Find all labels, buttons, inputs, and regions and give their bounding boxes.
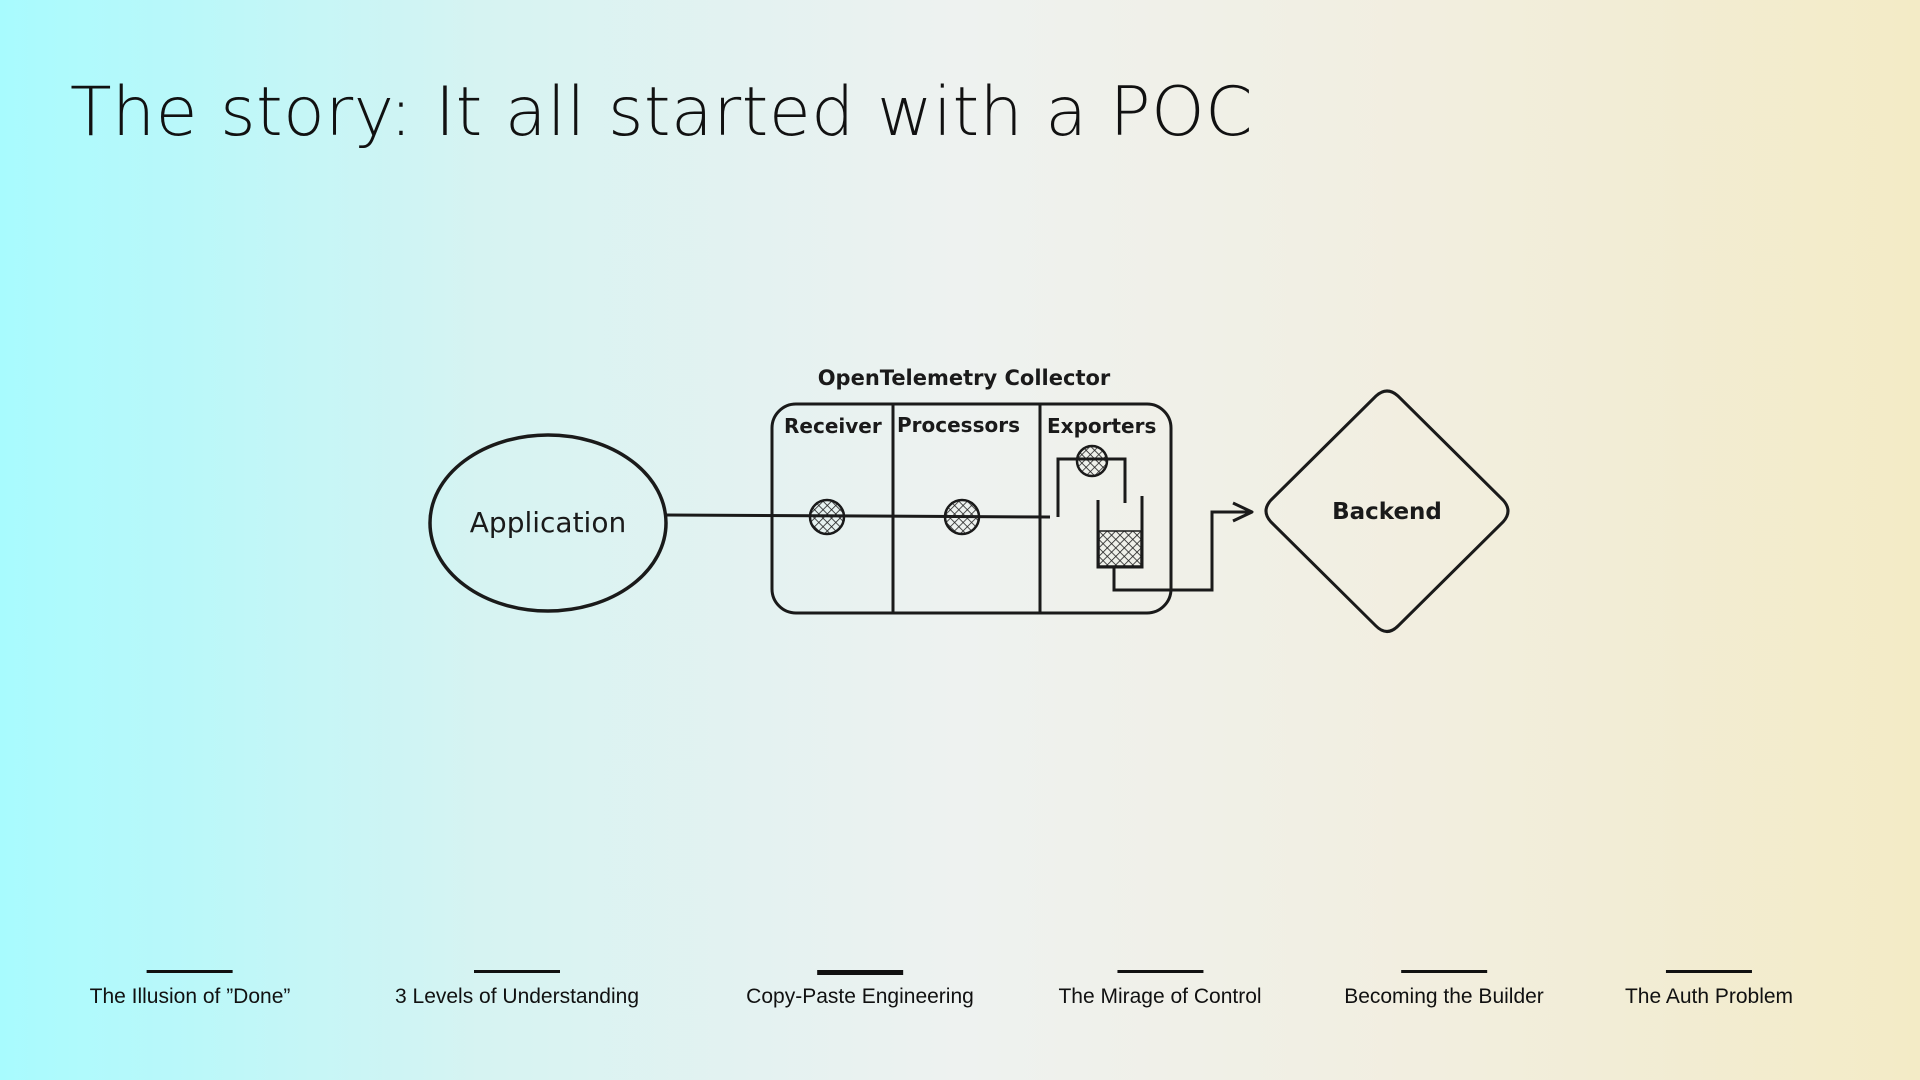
exporter-node-icon (1075, 444, 1109, 478)
nav-indicator (474, 970, 560, 973)
exporters-label: Exporters (1047, 414, 1156, 438)
arrowhead-icon (1232, 501, 1254, 523)
section-navigation: The Illusion of ”Done” 3 Levels of Under… (0, 970, 1920, 1030)
collector-box (770, 402, 1173, 615)
slide-title: The story: It all started with a POC (70, 73, 1254, 152)
backend-node (1264, 389, 1510, 633)
nav-indicator (146, 970, 233, 973)
application-to-collector-line (665, 513, 1051, 519)
nav-indicator (1401, 970, 1487, 973)
processors-label: Processors (897, 413, 1020, 437)
nav-item-label: Copy-Paste Engineering (746, 985, 974, 1008)
nav-item-levels-of-understanding[interactable]: 3 Levels of Understanding (395, 970, 639, 1009)
nav-indicator (1117, 970, 1203, 973)
application-label: Application (470, 506, 626, 539)
nav-item-label: The Illusion of ”Done” (89, 985, 291, 1008)
nav-item-label: 3 Levels of Understanding (395, 985, 639, 1008)
nav-item-auth-problem[interactable]: The Auth Problem (1625, 970, 1793, 1009)
application-node (428, 433, 668, 613)
receiver-node-icon (808, 498, 846, 536)
nav-item-label: The Auth Problem (1624, 985, 1794, 1008)
nav-indicator (1666, 970, 1752, 973)
exporter-queue-fill-icon (1098, 530, 1142, 567)
nav-item-illusion-of-done[interactable]: The Illusion of ”Done” (89, 970, 291, 1009)
processor-node-icon (943, 498, 981, 536)
exporter-queue-icon (1096, 496, 1144, 569)
exporter-to-backend-line (1112, 510, 1250, 592)
exporter-flow-line (1056, 457, 1127, 517)
nav-item-label: The Mirage of Control (1058, 985, 1262, 1008)
backend-label: Backend (1332, 499, 1442, 525)
nav-item-copy-paste-engineering[interactable]: Copy-Paste Engineering (746, 970, 974, 1009)
receiver-label: Receiver (784, 414, 882, 438)
nav-indicator-active (816, 970, 903, 975)
nav-item-mirage-of-control[interactable]: The Mirage of Control (1058, 970, 1262, 1009)
collector-title: OpenTelemetry Collector (818, 366, 1111, 390)
nav-item-becoming-the-builder[interactable]: Becoming the Builder (1344, 970, 1544, 1009)
nav-item-label: Becoming the Builder (1344, 985, 1544, 1008)
